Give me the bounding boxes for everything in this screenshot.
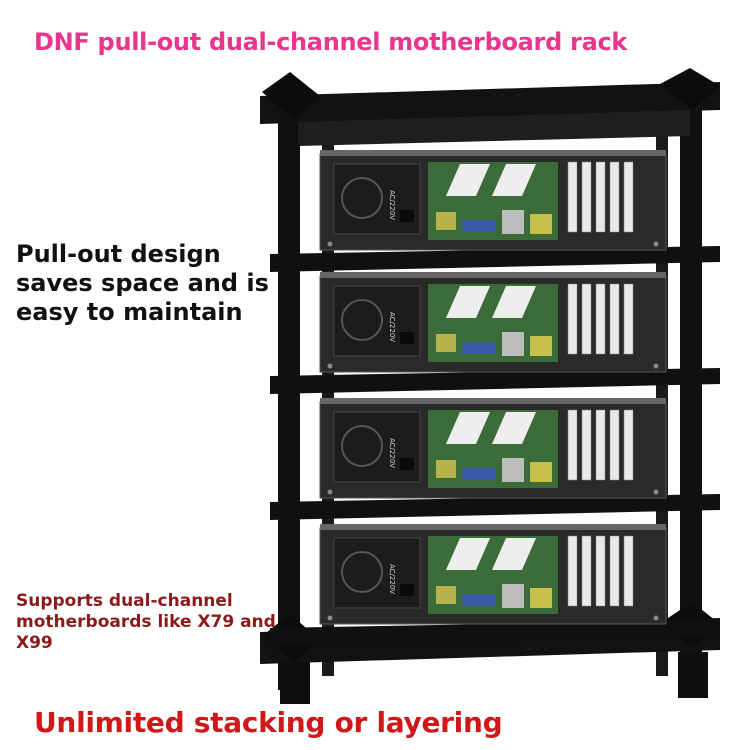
chipset-heatsink xyxy=(436,460,456,478)
screw-icon xyxy=(327,241,333,247)
screw-icon xyxy=(327,489,333,495)
io-ports xyxy=(502,458,524,482)
heatsink-logo-left xyxy=(446,164,490,196)
vga-port xyxy=(462,468,496,480)
rack-top-inner xyxy=(298,110,690,146)
power-socket-icon xyxy=(400,210,414,222)
heatsink-logo-left xyxy=(446,538,490,570)
pcie-slot-cover xyxy=(609,161,620,233)
screw-icon xyxy=(653,241,659,247)
tray-top-edge xyxy=(320,398,666,404)
heatsink-logo-right xyxy=(492,286,536,318)
foot-right xyxy=(678,652,708,698)
psu-fan-grill xyxy=(341,551,383,593)
corner-bracket-top-right xyxy=(660,68,720,110)
power-socket-icon xyxy=(400,332,414,344)
chipset-heatsink xyxy=(436,586,456,604)
pcie-slot-cover xyxy=(623,535,634,607)
tray-top-edge xyxy=(320,272,666,278)
motherboard-tray: AC/220V xyxy=(270,524,720,646)
screw-icon xyxy=(653,615,659,621)
heatsink-logo-right xyxy=(492,412,536,444)
psu-unit xyxy=(333,537,421,609)
heatsink-logo-right xyxy=(492,538,536,570)
tray-shelf-rail xyxy=(270,620,720,646)
pcie-slot-cover xyxy=(567,161,578,233)
screw-icon xyxy=(653,363,659,369)
rack-post-front-right xyxy=(680,92,702,690)
motherboard-tray: AC/220V xyxy=(270,272,720,394)
feature-text-pull-out: Pull-out design saves space and is easy … xyxy=(16,240,269,326)
io-ports-right xyxy=(530,462,552,482)
io-ports xyxy=(502,210,524,234)
psu-unit xyxy=(333,285,421,357)
heatsink-logo-left xyxy=(446,412,490,444)
io-ports xyxy=(502,584,524,608)
psu-label: AC/220V xyxy=(388,312,396,342)
psu-unit xyxy=(333,163,421,235)
pcie-slot-cover xyxy=(609,535,620,607)
pcie-slot-cover xyxy=(623,161,634,233)
pcie-slot-cover xyxy=(595,409,606,481)
vga-port xyxy=(462,220,496,232)
vga-port xyxy=(462,594,496,606)
pcie-slot-cover xyxy=(609,409,620,481)
pcie-slot-cover xyxy=(609,283,620,355)
screw-icon xyxy=(327,363,333,369)
power-socket-icon xyxy=(400,458,414,470)
screw-icon xyxy=(327,615,333,621)
vga-port xyxy=(462,342,496,354)
pcie-slot-cover xyxy=(567,535,578,607)
chipset-heatsink xyxy=(436,212,456,230)
screw-icon xyxy=(653,489,659,495)
pcie-slot-cover xyxy=(595,283,606,355)
psu-unit xyxy=(333,411,421,483)
pcie-slot-cover xyxy=(623,283,634,355)
pcie-slot-cover xyxy=(567,409,578,481)
rack-illustration: AC/220V AC/220V AC/220V AC/220V xyxy=(260,68,720,704)
psu-fan-grill xyxy=(341,425,383,467)
corner-bracket-top-left xyxy=(262,72,320,120)
tray-stack: AC/220V AC/220V AC/220V AC/220V xyxy=(270,150,720,646)
tray-shelf-rail xyxy=(270,368,720,394)
psu-fan-grill xyxy=(341,177,383,219)
pcie-slot-cover xyxy=(595,535,606,607)
rack-image: AC/220V AC/220V AC/220V AC/220V xyxy=(250,62,730,710)
io-ports-right xyxy=(530,588,552,608)
tagline-text: Unlimited stacking or layering xyxy=(34,706,503,739)
motherboard-tray: AC/220V xyxy=(270,150,720,272)
feature-text-support: Supports dual-channel motherboards like … xyxy=(16,591,276,653)
io-ports xyxy=(502,332,524,356)
pcie-slot-cover xyxy=(595,161,606,233)
tray-top-edge xyxy=(320,150,666,156)
motherboard-tray: AC/220V xyxy=(270,398,720,520)
tray-shelf-rail xyxy=(270,246,720,272)
tray-top-edge xyxy=(320,524,666,530)
pcie-slot-cover xyxy=(623,409,634,481)
page-title: DNF pull-out dual-channel motherboard ra… xyxy=(34,28,628,56)
foot-left xyxy=(280,662,310,704)
pcie-slot-cover xyxy=(581,535,592,607)
heatsink-logo-right xyxy=(492,164,536,196)
psu-label: AC/220V xyxy=(388,190,396,220)
io-ports-right xyxy=(530,336,552,356)
heatsink-logo-left xyxy=(446,286,490,318)
psu-label: AC/220V xyxy=(388,564,396,594)
psu-fan-grill xyxy=(341,299,383,341)
io-ports-right xyxy=(530,214,552,234)
power-socket-icon xyxy=(400,584,414,596)
chipset-heatsink xyxy=(436,334,456,352)
pcie-slot-cover xyxy=(581,161,592,233)
tray-shelf-rail xyxy=(270,494,720,520)
psu-label: AC/220V xyxy=(388,438,396,468)
pcie-slot-cover xyxy=(581,283,592,355)
pcie-slot-cover xyxy=(567,283,578,355)
pcie-slot-cover xyxy=(581,409,592,481)
